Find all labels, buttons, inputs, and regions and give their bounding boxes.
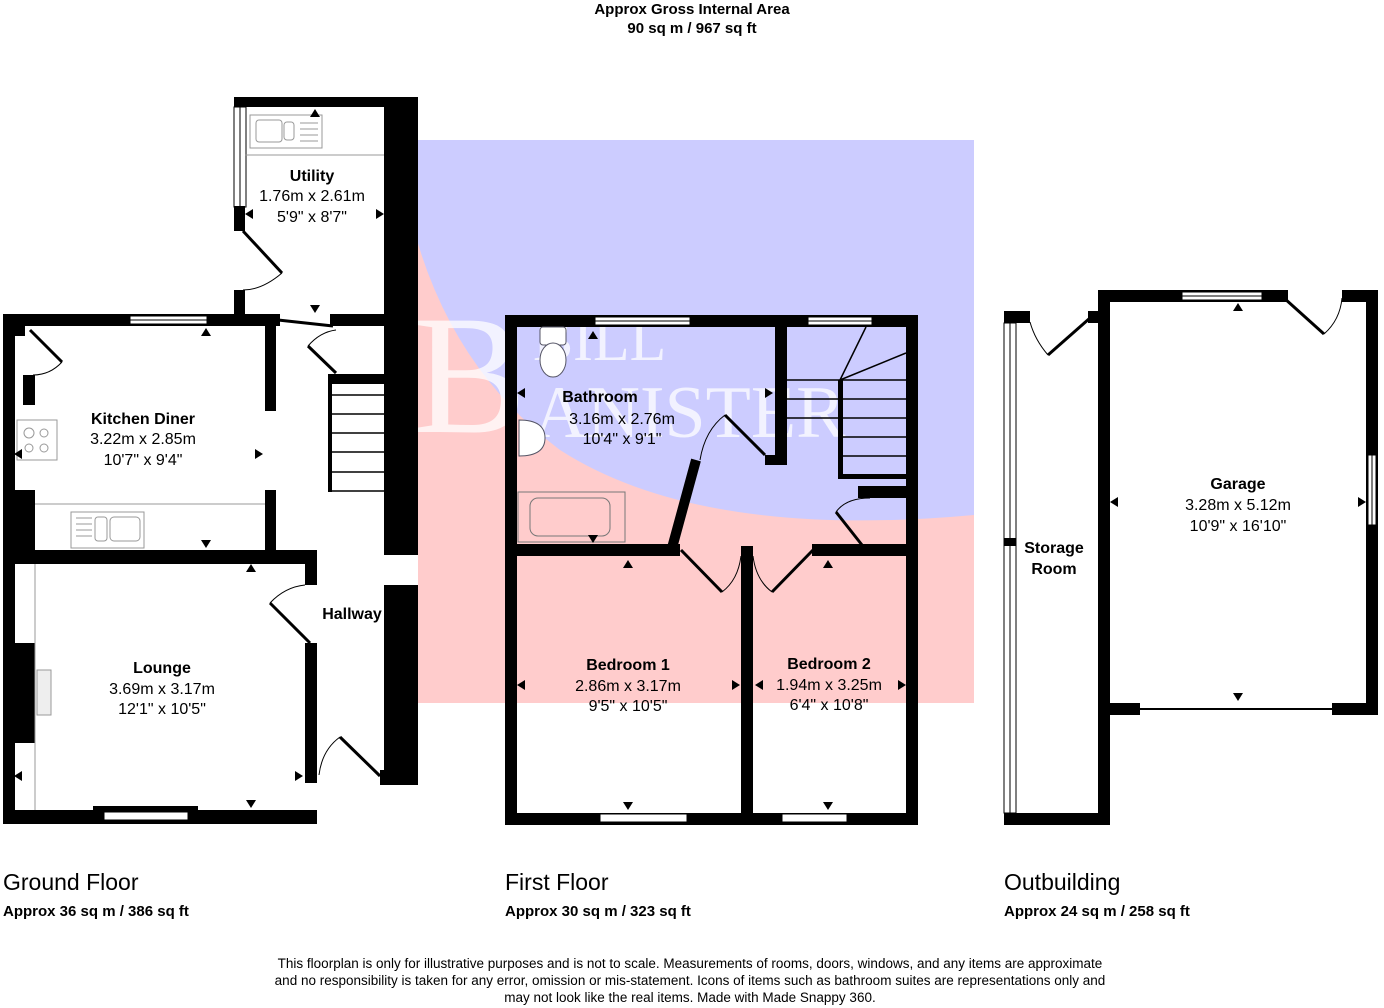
room-hallway-name: Hallway (322, 606, 382, 623)
outbuilding-title: Outbuilding (1004, 869, 1121, 895)
room-bedroom2-imperial: 6'4" x 10'8" (790, 697, 869, 714)
gross-area-total: 90 sq m / 967 sq ft (627, 20, 757, 37)
room-garage-imperial: 10'9" x 16'10" (1190, 518, 1287, 535)
room-bedroom2-name: Bedroom 2 (787, 656, 871, 673)
room-bedroom1-metric: 2.86m x 3.17m (575, 678, 681, 695)
room-bathroom-imperial: 10'4" x 9'1" (583, 431, 662, 448)
first-floor-title: First Floor (505, 869, 609, 895)
disclaimer: This floorplan is only for illustrative … (190, 955, 1190, 1006)
room-kitchen-name: Kitchen Diner (91, 411, 195, 428)
room-bathroom-name: Bathroom (562, 389, 638, 406)
outbuilding-plan (1003, 290, 1378, 825)
ground-floor-plan (3, 97, 418, 824)
room-bedroom1-imperial: 9'5" x 10'5" (589, 698, 668, 715)
gross-area-header: Approx Gross Internal Area 90 sq m / 967… (0, 0, 1384, 38)
room-kitchen-metric: 3.22m x 2.85m (90, 431, 196, 448)
room-garage-name: Garage (1210, 476, 1265, 493)
disclaimer-line-1: This floorplan is only for illustrative … (277, 956, 1103, 971)
ground-floor-area: Approx 36 sq m / 386 sq ft (3, 903, 189, 920)
room-utility-metric: 1.76m x 2.61m (259, 188, 365, 205)
watermark-banister: ANISTER (533, 372, 846, 454)
room-utility-name: Utility (290, 168, 335, 185)
room-kitchen-imperial: 10'7" x 9'4" (104, 452, 183, 469)
watermark: B BILL ANISTER (407, 140, 974, 703)
disclaimer-line-3: may not look like the real items. Made w… (504, 990, 876, 1005)
disclaimer-line-2: and no responsibility is taken for any e… (274, 973, 1106, 988)
room-lounge-name: Lounge (133, 660, 191, 677)
ground-floor-title: Ground Floor (3, 869, 139, 895)
room-bedroom1-name: Bedroom 1 (586, 657, 670, 674)
first-floor-area: Approx 30 sq m / 323 sq ft (505, 903, 691, 920)
room-lounge-imperial: 12'1" x 10'5" (118, 701, 206, 718)
outbuilding-area: Approx 24 sq m / 258 sq ft (1004, 903, 1190, 920)
room-garage-metric: 3.28m x 5.12m (1185, 497, 1291, 514)
room-storage-name-line1: Storage (1024, 540, 1084, 557)
gross-area-title: Approx Gross Internal Area (594, 1, 790, 18)
room-bedroom2-metric: 1.94m x 3.25m (776, 677, 882, 694)
room-bathroom-metric: 3.16m x 2.76m (569, 411, 675, 428)
room-lounge-metric: 3.69m x 3.17m (109, 681, 215, 698)
room-storage-name-line2: Room (1031, 561, 1076, 578)
room-utility-imperial: 5'9" x 8'7" (277, 209, 347, 226)
first-floor-plan (505, 315, 918, 825)
